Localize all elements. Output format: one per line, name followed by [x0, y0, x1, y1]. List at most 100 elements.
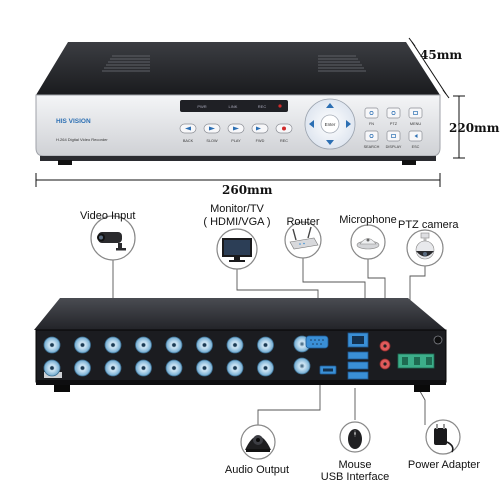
down-arrow-icon[interactable] — [326, 140, 334, 145]
front-panel-rim — [40, 156, 436, 161]
indicator-pwr: PWR — [197, 104, 206, 109]
bnc-center-pin — [50, 343, 54, 347]
display-label: DISPLAY — [386, 145, 402, 149]
lan-jack-icon — [352, 336, 364, 344]
menu-label: MENU — [410, 122, 421, 126]
play-icon — [233, 126, 239, 131]
display-icon — [391, 134, 396, 138]
menu-button[interactable] — [408, 107, 423, 119]
left-arrow-icon[interactable] — [309, 120, 314, 128]
fwd-icon — [256, 126, 261, 131]
indicator-link: LINK — [229, 104, 238, 109]
indicator-window — [180, 100, 288, 112]
ptz-camera-icon — [415, 232, 435, 260]
rec-led — [278, 104, 282, 108]
back-panel — [35, 329, 447, 383]
ptz-camera-group — [406, 229, 444, 267]
slow-icon — [209, 126, 215, 131]
audio-output-group — [240, 424, 276, 460]
up-arrow-icon[interactable] — [326, 103, 334, 108]
mouse-icon — [348, 429, 362, 449]
audio-out-rca-center — [383, 362, 387, 366]
back-icon — [185, 126, 191, 131]
hdmi-slot-icon — [323, 368, 333, 372]
fn-button[interactable] — [364, 107, 379, 119]
bnc-center-pin — [263, 366, 268, 370]
bnc-center-pin — [263, 343, 268, 347]
microphone-group — [350, 224, 386, 260]
playback-buttons: BACK SLOW PLAY FWD REC — [179, 123, 293, 143]
bnc-center-pin — [233, 343, 237, 347]
bnc-center-pin — [50, 366, 54, 370]
top-vents-right — [318, 55, 366, 72]
menu-icon — [413, 111, 418, 115]
bnc-center-pin — [202, 343, 207, 347]
router-icon — [289, 226, 319, 250]
top-vents-left — [102, 55, 150, 72]
slow-label: SLOW — [206, 139, 218, 143]
audio-in-rca-center — [383, 344, 387, 348]
usb-port-2[interactable] — [347, 361, 369, 370]
bnc-center-pin — [172, 366, 176, 370]
back-unit — [34, 298, 447, 392]
bnc-center-pin — [111, 366, 115, 370]
back-foot-left — [54, 385, 70, 392]
usb-port-3[interactable] — [347, 371, 369, 380]
enter-button[interactable] — [320, 114, 340, 134]
width-dimension: 260mm — [222, 183, 273, 197]
ptz-icon — [391, 111, 396, 115]
terminal-screw-2 — [414, 357, 420, 365]
bnc-center-pin — [141, 366, 146, 370]
brand-logo: HIS VISION — [56, 118, 91, 125]
ptz-camera-label: PTZ camera — [398, 219, 459, 231]
monitor-label-line1: Monitor/TV — [210, 203, 264, 215]
search-icon — [369, 134, 374, 138]
front-unit-top — [36, 42, 440, 95]
audio-out-bnc[interactable] — [293, 357, 311, 375]
bnc-center-pin — [202, 366, 207, 370]
terminal-screw-1 — [402, 357, 408, 365]
power-adapter-icon — [434, 424, 454, 453]
video-input-bnc-grid — [43, 336, 274, 377]
power-adapter-group — [425, 419, 461, 455]
esc-icon — [414, 134, 418, 138]
bnc-center-pin — [111, 343, 115, 347]
search-button[interactable] — [364, 130, 379, 142]
fwd-label: FWD — [256, 139, 265, 143]
side-buttons: FN PTZ MENU SEARCH DISPLAY ESC — [364, 107, 423, 149]
front-foot-left — [58, 160, 72, 165]
back-unit-top — [34, 298, 446, 330]
back-label: BACK — [183, 139, 194, 143]
vga-port[interactable] — [305, 335, 329, 349]
microphone-icon — [356, 238, 380, 250]
mouse-label-line1: Mouse — [338, 459, 372, 471]
usb-port-1[interactable] — [347, 351, 369, 360]
mouse-group — [339, 421, 371, 453]
terminal-screw-3 — [426, 357, 432, 365]
bnc-center-pin — [233, 366, 237, 370]
monitor-label-line2: ( HDMI/VGA ) — [203, 216, 271, 228]
model-caption: H.264 Digital Video Recorder — [56, 137, 108, 142]
microphone-label: Microphone — [339, 214, 397, 226]
right-arrow-icon[interactable] — [346, 120, 351, 128]
dc-power-jack[interactable] — [433, 335, 443, 345]
play-label: PLAY — [231, 139, 241, 143]
esc-label: ESC — [412, 145, 420, 149]
video-input-label: Video Input — [80, 210, 136, 222]
front-foot-right — [402, 160, 416, 165]
speaker-icon — [245, 435, 271, 452]
fn-icon — [369, 111, 374, 115]
router-group — [284, 221, 322, 259]
height-dimension: 220mm — [449, 121, 500, 135]
rec-label: REC — [280, 139, 288, 143]
ptz-button[interactable] — [386, 107, 401, 119]
monitor-icon — [222, 238, 252, 262]
dimension-lines — [35, 37, 465, 187]
bullet-camera-icon — [97, 232, 126, 251]
display-button[interactable] — [386, 130, 401, 142]
front-unit: HIS VISION H.264 Digital Video Recorder … — [35, 42, 441, 165]
search-label: SEARCH — [364, 145, 380, 149]
bnc-center-pin — [172, 343, 176, 347]
bnc-center-pin — [80, 343, 85, 347]
